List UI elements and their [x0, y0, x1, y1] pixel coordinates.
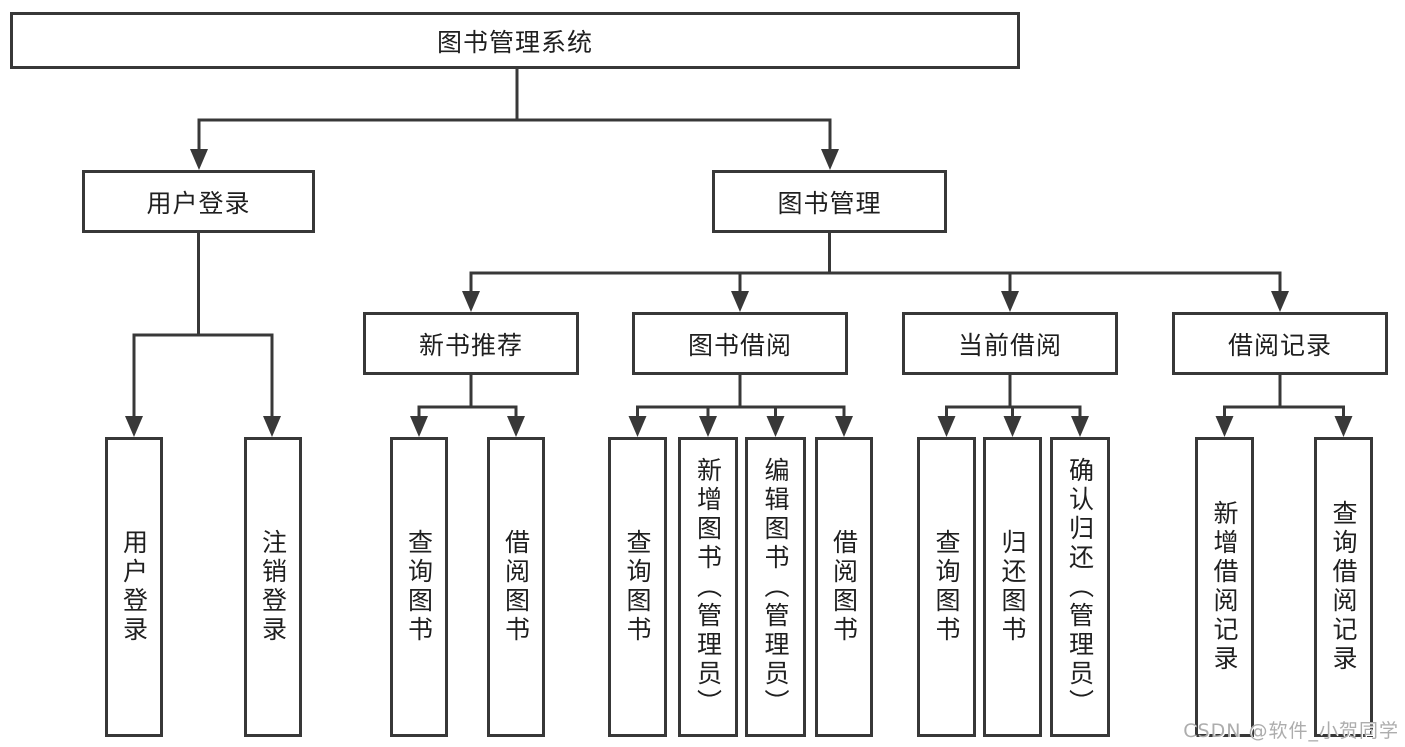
leaf-label: 查询图书: [623, 529, 652, 645]
leaf-label: 查询借阅记录: [1329, 500, 1358, 674]
leaf-query-books-borrow: 查询图书: [608, 437, 667, 737]
leaf-logout-login: 注销登录: [244, 437, 302, 737]
node-book-management: 图书管理: [712, 170, 947, 233]
leaf-query-books-recommend: 查询图书: [390, 437, 448, 737]
leaf-label: 借阅图书: [501, 529, 531, 645]
leaf-label: 用户登录: [119, 529, 149, 645]
node-book-borrow: 图书借阅: [632, 312, 848, 375]
leaf-add-book-admin: 新增图书（管理员）: [678, 437, 738, 737]
leaf-query-books-current: 查询图书: [917, 437, 976, 737]
node-root: 图书管理系统: [10, 12, 1020, 69]
leaf-edit-book-admin: 编辑图书（管理员）: [745, 437, 806, 737]
leaf-return-books: 归还图书: [983, 437, 1042, 737]
leaf-confirm-return-admin: 确认归还（管理员）: [1050, 437, 1110, 737]
leaf-label: 借阅图书: [829, 529, 859, 645]
leaf-label: 注销登录: [258, 529, 288, 645]
node-new-book-recommend: 新书推荐: [363, 312, 579, 375]
node-borrow-records: 借阅记录: [1172, 312, 1388, 375]
leaf-label: 新增借阅记录: [1210, 500, 1239, 674]
leaf-query-borrow-record: 查询借阅记录: [1314, 437, 1373, 737]
leaf-user-login: 用户登录: [105, 437, 163, 737]
node-user-login: 用户登录: [82, 170, 315, 233]
leaf-label: 查询图书: [404, 529, 434, 645]
csdn-watermark: CSDN @软件_小贺同学: [1183, 720, 1399, 742]
leaf-borrow-books-recommend: 借阅图书: [487, 437, 545, 737]
leaf-label: 确认归还（管理员）: [1065, 456, 1095, 718]
leaf-label: 新增图书（管理员）: [693, 456, 723, 718]
leaf-label: 编辑图书（管理员）: [761, 456, 790, 718]
node-current-borrow: 当前借阅: [902, 312, 1118, 375]
leaf-label: 查询图书: [932, 529, 961, 645]
leaf-label: 归还图书: [998, 529, 1027, 645]
leaf-add-borrow-record: 新增借阅记录: [1195, 437, 1254, 737]
leaf-borrow-books: 借阅图书: [815, 437, 873, 737]
